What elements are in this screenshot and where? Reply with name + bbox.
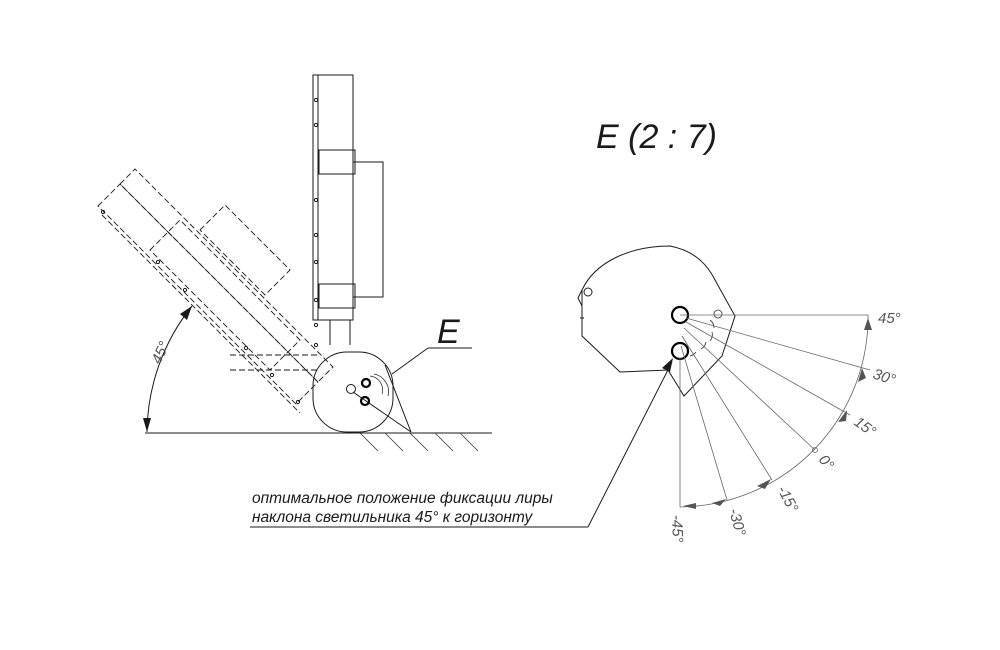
- annotation-note: оптимальное положение фиксации лиры накл…: [250, 358, 673, 528]
- scale-label-0: 0°: [815, 452, 837, 474]
- scale-label-minus45: -45°: [668, 515, 686, 543]
- luminaire-side-view: 45° E: [97, 74, 492, 452]
- note-line-2: наклона светильника 45° к горизонту: [252, 509, 534, 526]
- hinge-plate: [581, 245, 736, 397]
- note-line-1: оптимальное положение фиксации лиры: [252, 490, 553, 507]
- ground-hatching: [359, 432, 479, 452]
- scale-label-minus30: -30°: [725, 507, 749, 538]
- detail-title: E (2 : 7): [596, 118, 717, 156]
- scale-arc: [679, 314, 869, 508]
- scale-label-15: 15°: [851, 413, 879, 440]
- angle-label: 45°: [148, 339, 173, 367]
- scale-label-45: 45°: [878, 310, 901, 327]
- detail-view: E (2 : 7): [577, 118, 901, 543]
- scale-slots: [689, 309, 723, 357]
- tilted-bolts: [100, 209, 301, 405]
- scale-label-minus15: -15°: [773, 483, 801, 515]
- detail-marker-label: E: [437, 313, 460, 351]
- bracket-hinge: [312, 351, 412, 433]
- detail-marker: E: [391, 313, 472, 375]
- scale-arrows: [683, 318, 872, 509]
- luminaire-vertical: [312, 74, 384, 348]
- scale-label-30: 30°: [871, 366, 898, 389]
- angle-dimension: 45°: [143, 305, 193, 433]
- scale-rays: [679, 314, 871, 507]
- luminaire-tilted-45: [97, 168, 334, 414]
- lock-hole-lower: [670, 341, 690, 361]
